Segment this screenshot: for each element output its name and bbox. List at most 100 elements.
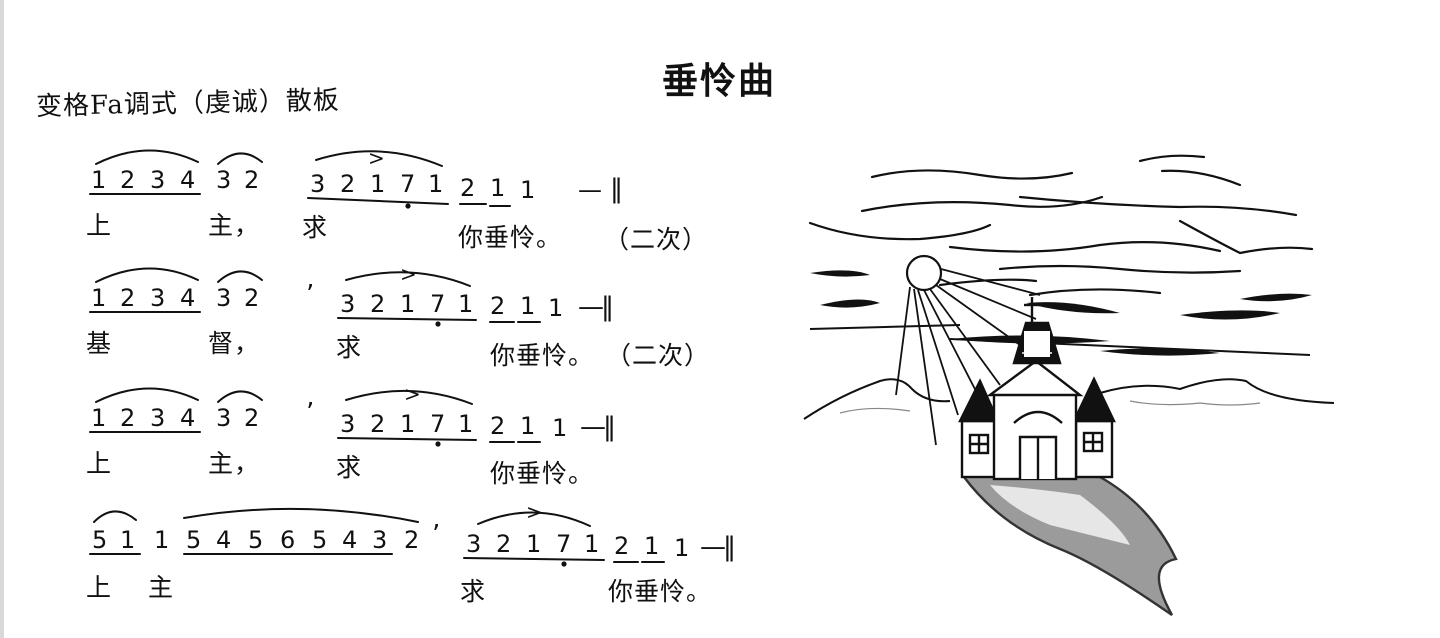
note: 3	[340, 290, 356, 318]
note: 3	[216, 404, 232, 432]
lyric: 督，	[208, 329, 261, 358]
slur-mark	[95, 149, 199, 165]
accent-mark: >	[400, 262, 417, 286]
lyric: 求	[302, 213, 329, 242]
underline	[337, 317, 477, 321]
sun-ray	[939, 278, 1037, 320]
lyric: 求	[460, 577, 487, 606]
lyric: 你垂怜。	[458, 223, 563, 252]
note: 1	[520, 176, 536, 204]
repeat-note: （二次）	[604, 225, 709, 254]
slur-mark	[183, 507, 419, 523]
note: 1	[674, 534, 690, 562]
sun-ray	[935, 284, 1021, 346]
church	[958, 321, 1178, 616]
note: 3	[150, 284, 166, 312]
note: 1	[458, 410, 474, 438]
slur-mark	[95, 267, 199, 283]
note: 7	[400, 170, 416, 198]
note: 1	[490, 174, 506, 202]
note: 3	[310, 170, 326, 198]
sun-ray	[940, 268, 1041, 296]
lyric: 上	[86, 211, 113, 240]
mountain-line	[1099, 378, 1335, 404]
slur-mark	[93, 510, 137, 523]
sun-ray	[929, 288, 1001, 386]
note: 3	[150, 166, 166, 194]
dark-streak	[1180, 310, 1280, 320]
note: 5	[312, 526, 328, 554]
note: 2	[120, 166, 136, 194]
breath-mark: ’	[306, 280, 315, 310]
cloud-line	[998, 264, 1242, 274]
note: 2	[490, 292, 506, 320]
lyric: 你垂怜。	[490, 341, 595, 370]
dark-streak	[810, 270, 870, 277]
note: 1	[400, 290, 416, 318]
shore-texture	[1129, 400, 1261, 406]
lyric: 你垂怜。	[490, 459, 595, 488]
note: 2	[340, 170, 356, 198]
octave-dot	[435, 441, 441, 447]
horizon-line	[809, 324, 961, 330]
shore-texture	[839, 407, 911, 414]
cross-icon	[1024, 297, 1040, 325]
lyric: 上	[86, 573, 113, 602]
note: 3	[466, 530, 482, 558]
note: 1	[458, 290, 474, 318]
horizon-line	[949, 338, 1311, 356]
slur-mark	[95, 387, 199, 403]
note: 5	[92, 526, 108, 554]
note: 2	[490, 412, 506, 440]
final-barline: —‖	[578, 292, 614, 322]
sustain-dash: —	[578, 176, 602, 204]
final-barline: ‖	[610, 174, 623, 204]
repeat-note: （二次）	[606, 341, 711, 370]
note: 3	[216, 284, 232, 312]
note: 1	[91, 284, 107, 312]
gable	[986, 359, 1084, 397]
lyric: 求	[336, 333, 363, 362]
lyric: 你垂怜。	[608, 577, 713, 606]
sun-icon	[905, 254, 943, 292]
page-title: 垂怜曲	[662, 61, 777, 102]
note: 2	[120, 284, 136, 312]
note: 1	[526, 530, 542, 558]
note: 2	[370, 410, 386, 438]
cloud-line	[1138, 154, 1206, 163]
left-roof	[958, 378, 1000, 423]
slur-mark	[345, 271, 471, 287]
octave-dot	[561, 561, 567, 567]
cloud-line	[860, 195, 1104, 213]
note: 2	[244, 166, 260, 194]
note: 5	[186, 526, 202, 554]
note: 1	[154, 526, 170, 554]
note: 7	[430, 410, 446, 438]
lyric: 主，	[208, 211, 261, 240]
slur-mark	[345, 389, 473, 405]
note: 5	[248, 526, 264, 554]
note: 2	[244, 284, 260, 312]
slur-mark	[315, 150, 443, 167]
church-illustration	[803, 154, 1335, 616]
note: 2	[460, 174, 476, 202]
lyric: 求	[336, 453, 363, 482]
breath-mark: ’	[306, 398, 315, 428]
slur-mark	[217, 152, 263, 165]
note: 7	[556, 530, 572, 558]
note: 4	[342, 526, 358, 554]
cloud-line	[870, 169, 1074, 180]
note: 2	[404, 526, 420, 554]
note: 4	[180, 284, 196, 312]
note: 2	[120, 404, 136, 432]
note: 1	[120, 526, 136, 554]
cloud-line	[1178, 219, 1314, 255]
sun-ray	[917, 289, 959, 416]
final-barline: —‖	[580, 412, 616, 442]
island-highlight	[990, 485, 1130, 545]
lyric: 基	[86, 329, 113, 358]
note: 1	[91, 404, 107, 432]
cloud-line	[948, 241, 1222, 253]
slur-mark	[217, 390, 263, 403]
